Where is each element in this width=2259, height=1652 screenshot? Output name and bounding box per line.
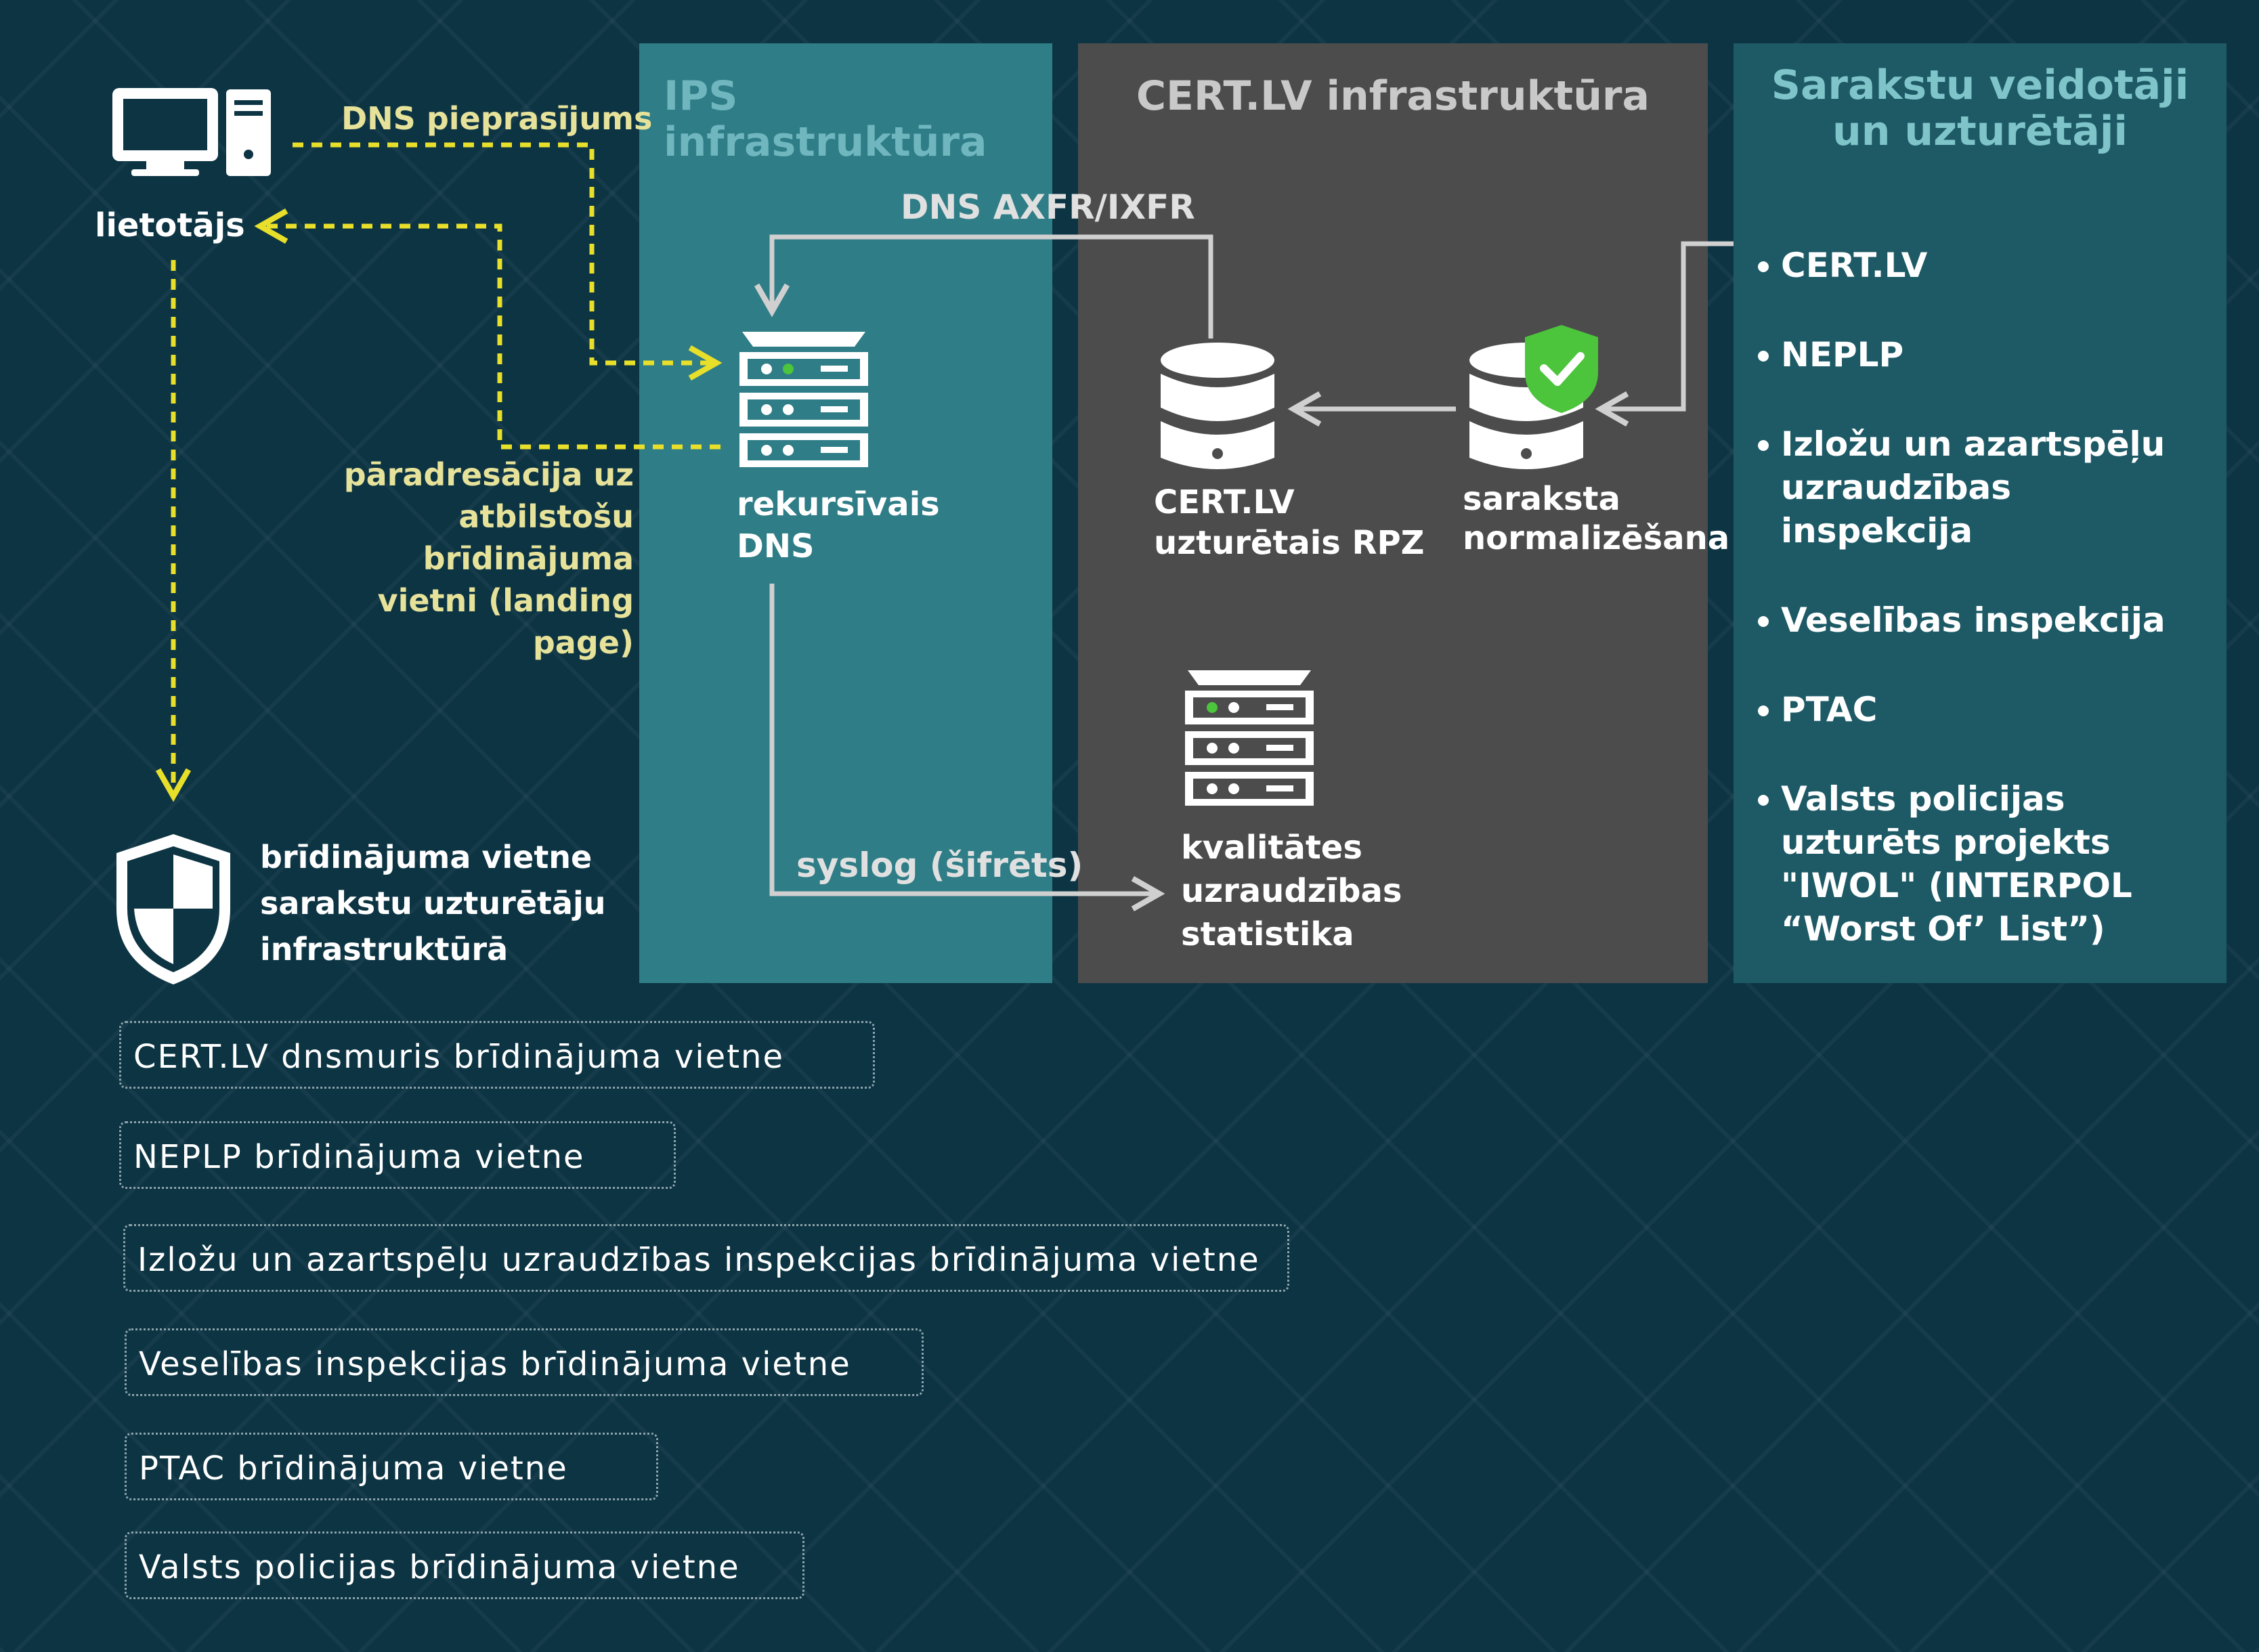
- ips-infrastructure-panel: IPS infrastruktūra: [639, 43, 1052, 983]
- warning-site-box: NEPLP brīdinājuma vietne: [119, 1121, 676, 1189]
- user-label: lietotājs: [95, 206, 245, 244]
- lists-to-normalization-arrow: [1595, 241, 1734, 427]
- cert-title: CERT.LV infrastruktūra: [1136, 72, 1650, 120]
- syslog-arrow: [769, 584, 1165, 912]
- warning-site-box: CERT.LV dnsmuris brīdinājuma vietne: [119, 1021, 875, 1089]
- list-owners-title: Sarakstu veidotāji un uzturētāji: [1771, 62, 2189, 155]
- normalization-label: saraksta normalizēšana: [1463, 480, 1730, 557]
- cert-rpz-label: CERT.LV uzturētais RPZ: [1154, 483, 1425, 562]
- warning-site-shield-icon: [116, 834, 230, 984]
- list-owner-item: Veselības inspekcija: [1754, 599, 2214, 642]
- axfr-label: DNS AXFR/IXFR: [901, 188, 1195, 227]
- list-owner-item: PTAC: [1754, 688, 2214, 731]
- warning-site-box: Veselības inspekcijas brīdinājuma vietne: [125, 1328, 924, 1396]
- dns-request-arrow: [293, 142, 723, 381]
- warning-site-box: Valsts policijas brīdinājuma vietne: [125, 1531, 804, 1599]
- dns-request-label: DNS pieprasījums: [341, 100, 653, 137]
- axfr-arrow: [754, 234, 1213, 339]
- list-owner-item: Valsts policijas uzturēts projekts "IWOL…: [1754, 777, 2214, 951]
- syslog-label: syslog (šifrēts): [796, 846, 1083, 885]
- warning-site-label: brīdinājuma vietne sarakstu uzturētāju i…: [260, 839, 606, 968]
- list-owners: CERT.LV NEPLP Izložu un azartspēļu uzrau…: [1754, 244, 2214, 997]
- warning-site-box: PTAC brīdinājuma vietne: [125, 1433, 658, 1500]
- redirect-label: pāradresācija uz atbilstošu brīdinājuma …: [343, 456, 634, 661]
- list-owners-panel: Sarakstu veidotāji un uzturētāji: [1734, 43, 2226, 983]
- computer-icon: [112, 88, 271, 176]
- recursive-dns-server-icon: [739, 332, 868, 467]
- warning-site-box: Izložu un azartspēļu uzraudzības inspekc…: [123, 1224, 1289, 1292]
- ips-title: IPS infrastruktūra: [664, 72, 987, 166]
- shield-check-icon: [1525, 325, 1598, 413]
- redirect-arrow: [254, 208, 720, 450]
- quality-statistics-label: kvalitātes uzraudzības statistika: [1181, 829, 1402, 953]
- list-owner-item: CERT.LV: [1754, 244, 2214, 287]
- quality-server-icon: [1185, 670, 1314, 806]
- list-owner-item: NEPLP: [1754, 333, 2214, 376]
- recursive-dns-label: rekursīvais DNS: [737, 485, 940, 565]
- rpz-database-icon: [1161, 343, 1274, 469]
- cert-infrastructure-panel: CERT.LV infrastruktūra: [1078, 43, 1708, 983]
- list-owner-item: Izložu un azartspēļu uzraudzības inspekc…: [1754, 422, 2214, 552]
